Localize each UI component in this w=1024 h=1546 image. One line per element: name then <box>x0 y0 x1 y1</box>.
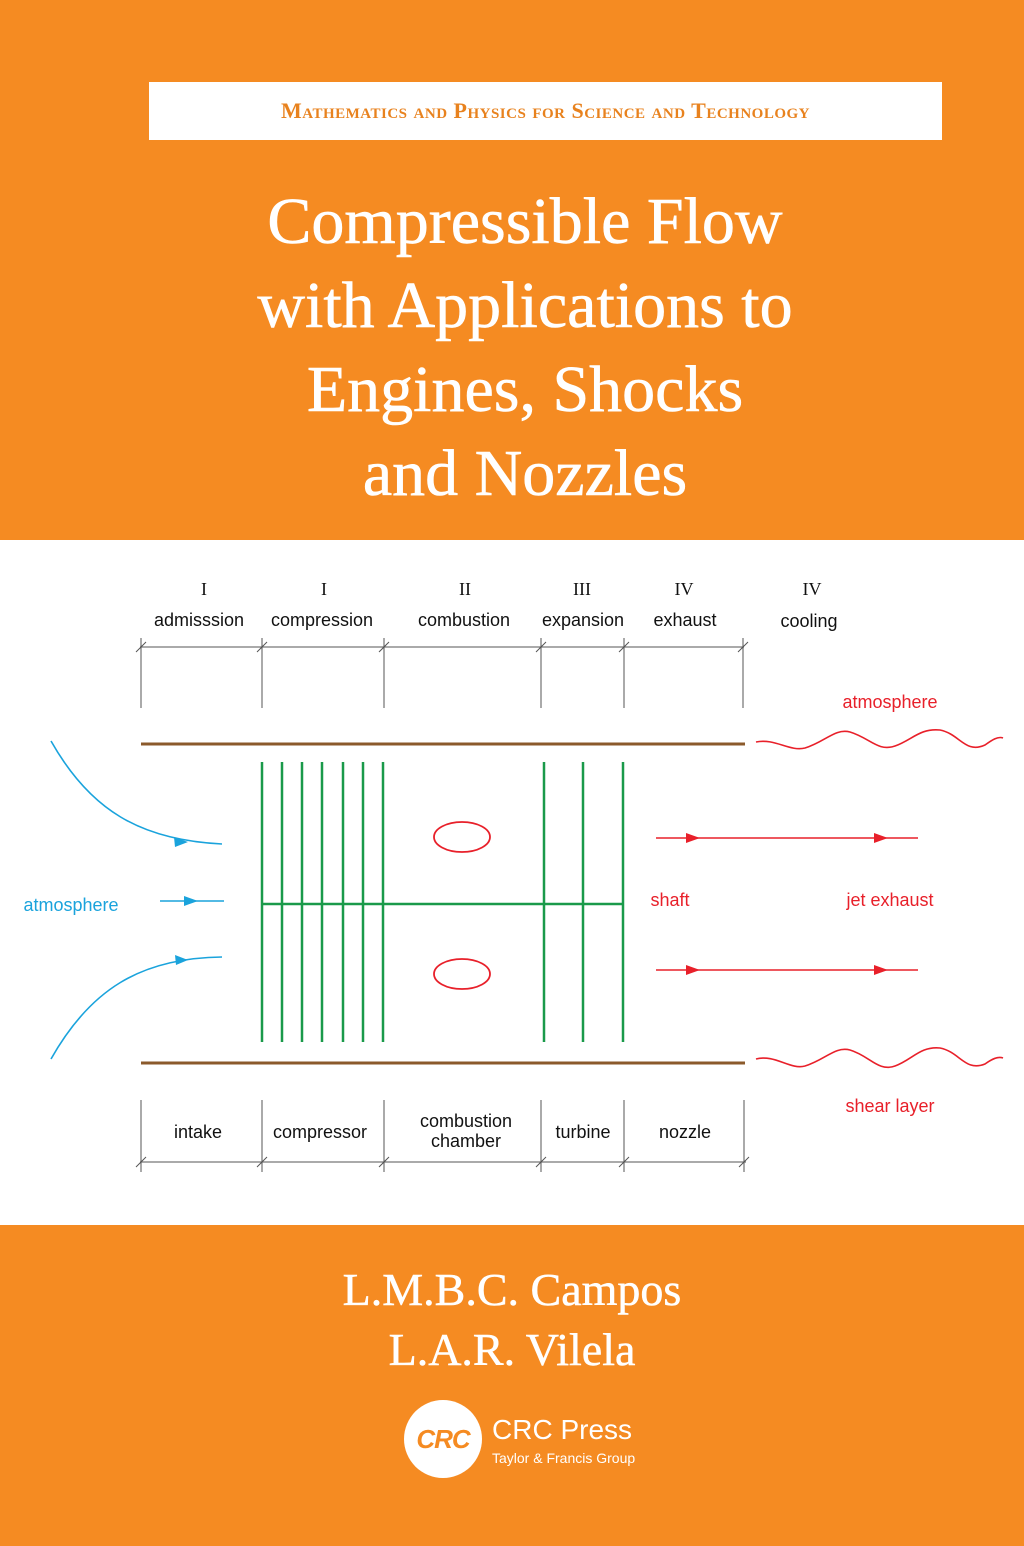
exhaust-lines <box>656 729 1004 1069</box>
stage-name: expansion <box>542 610 624 630</box>
stage-name: admisssion <box>154 610 244 630</box>
component-label: intake <box>174 1122 222 1142</box>
stage-name: combustion <box>418 610 510 630</box>
publisher-block: CRC CRC Press Taylor & Francis Group <box>404 1400 664 1480</box>
crc-logo-text: CRC <box>416 1423 470 1454</box>
engine-diagram-svg: I I II III IV IV admisssion compression … <box>23 579 1004 1172</box>
stage-roman: III <box>573 579 591 599</box>
exhaust-arrowheads <box>686 833 888 975</box>
book-title: Compressible Flow with Applications to E… <box>40 180 1010 516</box>
author-name: L.M.B.C. Campos <box>342 1264 682 1316</box>
turbine-blades <box>542 762 625 1042</box>
series-banner: Mathematics and Physics for Science and … <box>149 82 942 140</box>
authors: L.M.B.C. Campos L.A.R. Vilela <box>0 1260 1024 1380</box>
combustion-flame-top <box>433 821 491 853</box>
label-shear-layer: shear layer <box>845 1096 934 1116</box>
component-label: chamber <box>431 1131 501 1151</box>
label-jet-exhaust: jet exhaust <box>845 890 933 910</box>
component-label: compressor <box>273 1122 367 1142</box>
combustion-flame-bottom <box>433 958 491 990</box>
top-band: Mathematics and Physics for Science and … <box>0 0 1024 540</box>
label-atmosphere-right: atmosphere <box>842 692 937 712</box>
top-dimension-lines <box>135 638 749 708</box>
label-shaft: shaft <box>650 890 689 910</box>
engine-diagram: I I II III IV IV admisssion compression … <box>0 540 1024 1225</box>
component-label: turbine <box>555 1122 610 1142</box>
author-name: L.A.R. Vilela <box>388 1324 636 1376</box>
publisher-subtitle: Taylor & Francis Group <box>492 1450 636 1466</box>
stage-roman: I <box>201 579 207 599</box>
stage-roman: IV <box>803 579 822 599</box>
label-atmosphere-left: atmosphere <box>23 895 118 915</box>
stage-roman: I <box>321 579 327 599</box>
publisher-name: CRC Press <box>492 1414 633 1445</box>
stage-name: exhaust <box>653 610 716 630</box>
series-title: Mathematics and Physics for Science and … <box>280 98 811 123</box>
inflow-arrowheads <box>174 837 198 965</box>
bottom-dimension-lines <box>135 1100 750 1172</box>
title-line: and Nozzles <box>362 437 688 511</box>
stage-roman: IV <box>675 579 694 599</box>
stage-name: compression <box>271 610 373 630</box>
compressor-blades <box>260 762 385 1042</box>
component-label: combustion <box>420 1111 512 1131</box>
stage-name: cooling <box>780 611 837 631</box>
title-line: with Applications to <box>257 269 793 343</box>
component-label: nozzle <box>659 1122 711 1142</box>
title-line: Compressible Flow <box>267 185 783 259</box>
title-line: Engines, Shocks <box>306 353 744 427</box>
stage-roman: II <box>459 579 471 599</box>
crc-logo-icon: CRC <box>404 1400 482 1478</box>
